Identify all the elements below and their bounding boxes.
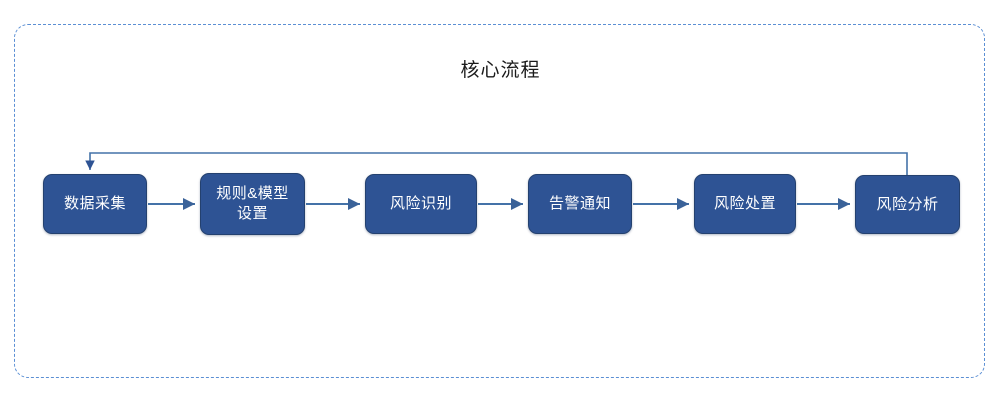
- flow-node-risk-handling[interactable]: 风险处置: [694, 174, 796, 234]
- flow-node-label: 告警通知: [548, 195, 611, 212]
- flow-node-rule-model-setup[interactable]: 规则&模型 设置: [200, 173, 305, 235]
- flow-node-label: 风险处置: [713, 195, 776, 212]
- core-process-panel: 核心流程: [14, 24, 985, 378]
- flow-node-label: 风险识别: [389, 195, 452, 212]
- flow-node-data-collection[interactable]: 数据采集: [43, 174, 147, 234]
- flow-node-label: 规则&模型 设置: [216, 185, 289, 222]
- flow-node-risk-identification[interactable]: 风险识别: [365, 174, 477, 234]
- flow-node-label: 风险分析: [876, 195, 939, 213]
- flow-node-label: 数据采集: [63, 195, 126, 212]
- flow-node-risk-analysis[interactable]: 风险分析: [855, 175, 960, 234]
- flow-node-alert-notification[interactable]: 告警通知: [528, 174, 632, 234]
- page-title: 核心流程: [460, 60, 541, 81]
